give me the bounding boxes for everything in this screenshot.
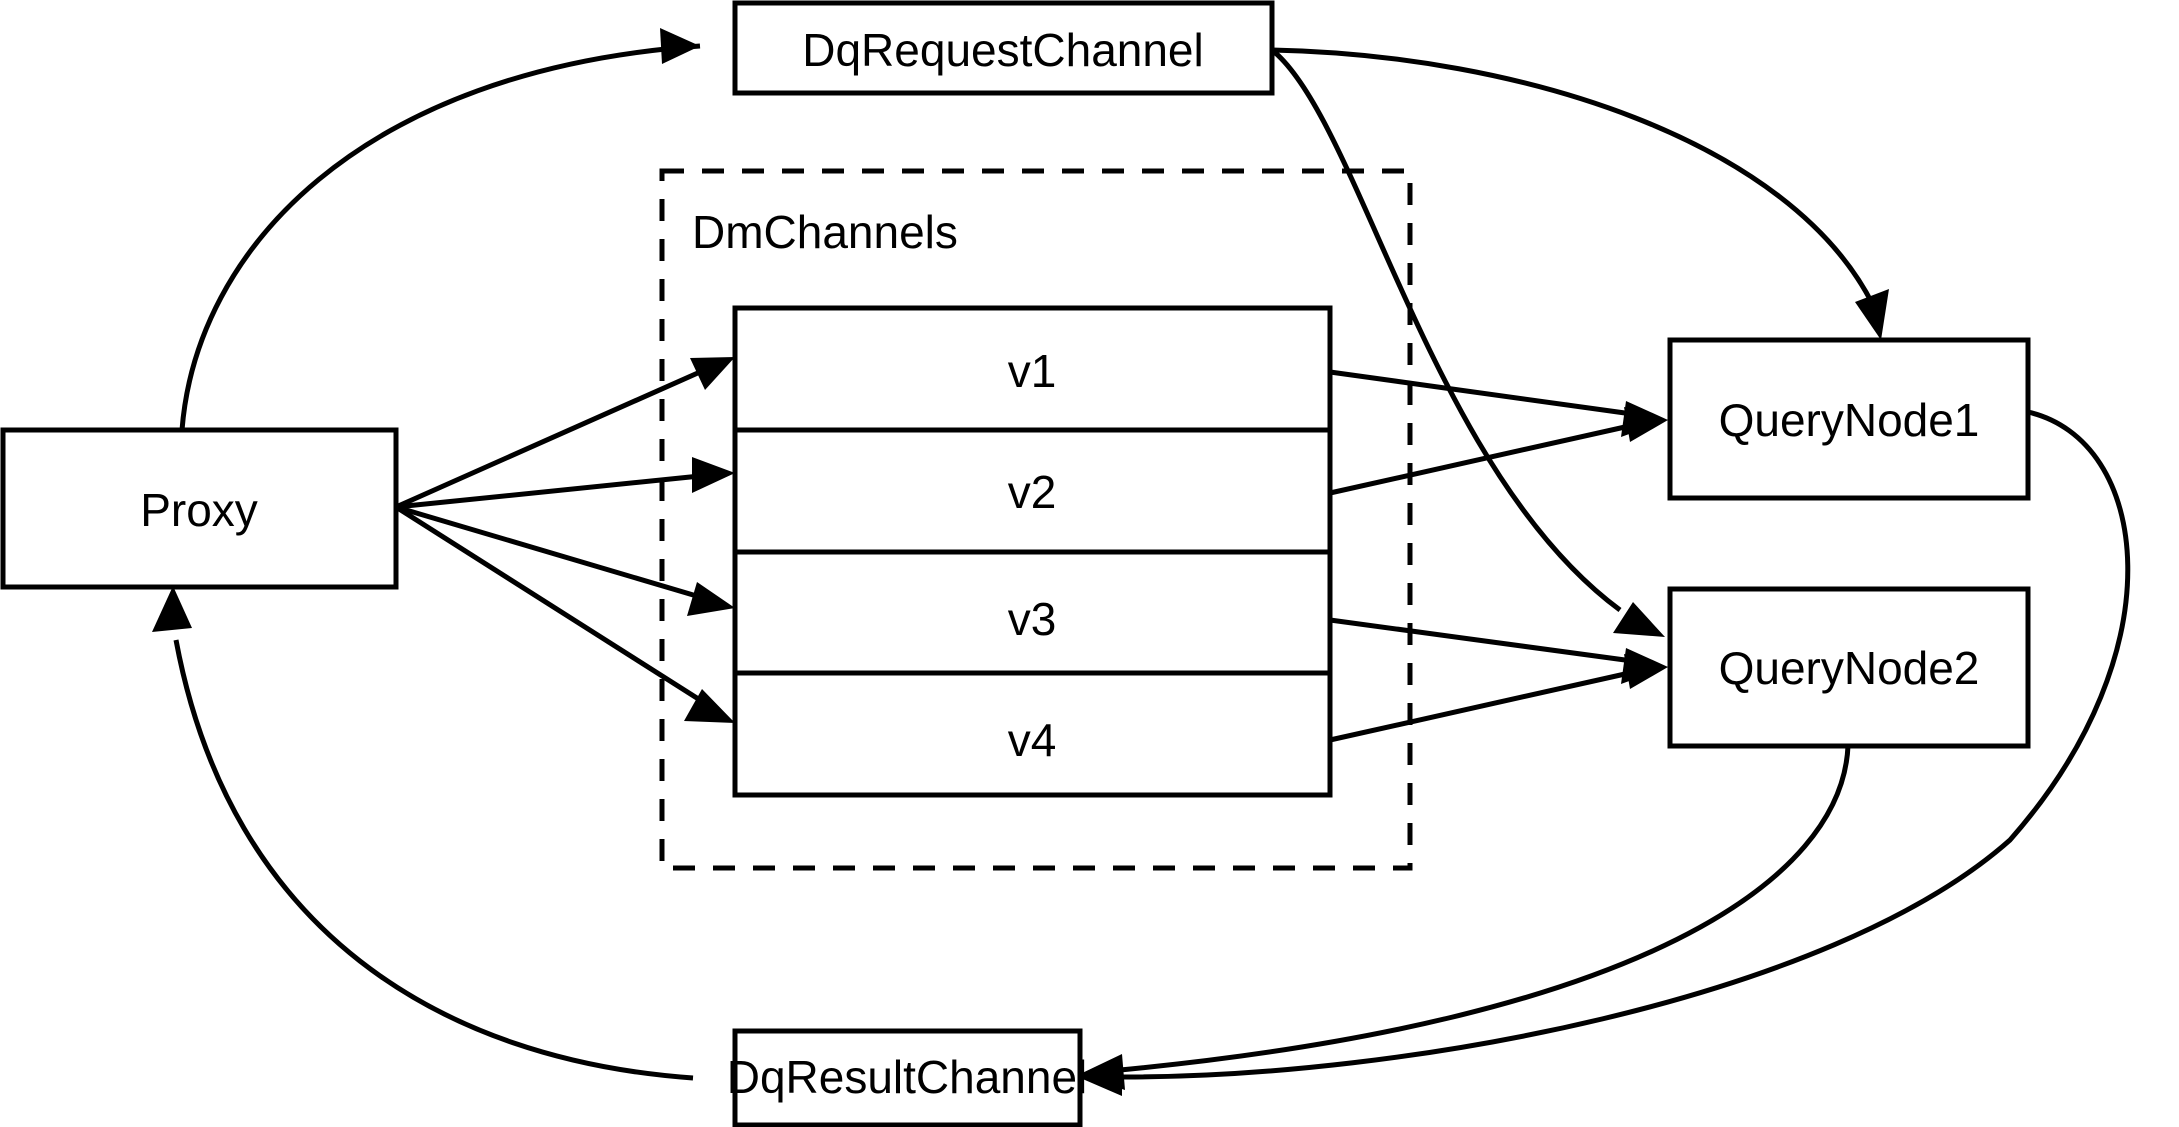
dmchannel-row-v2[interactable]: v2: [1008, 466, 1057, 518]
node-querynode1[interactable]: QueryNode1: [1667, 337, 2031, 501]
arrowhead-icon: [152, 586, 192, 632]
node-querynode1-box[interactable]: [1667, 337, 2031, 501]
node-dqresultchannel-label: DqResultChannel: [727, 1051, 1088, 1103]
node-querynode2-box[interactable]: [1667, 586, 2031, 749]
edge-v2-to-querynode1: [1329, 407, 1668, 496]
arrowhead-icon: [692, 457, 735, 493]
arrowhead-icon: [660, 28, 700, 64]
node-dqresultchannel-box[interactable]: [732, 1028, 1083, 1127]
edge-proxy-to-v4: [394, 504, 735, 723]
edge-proxy-to-v1: [394, 357, 735, 510]
node-proxy-label: Proxy: [140, 484, 258, 536]
arrowhead-icon: [1613, 602, 1665, 637]
dmchannels-group-label: DmChannels: [692, 206, 958, 258]
dmchannels-table[interactable]: v1 v2 v3 v4: [732, 305, 1333, 798]
arrowhead-icon: [690, 357, 735, 390]
arrowhead-icon: [1855, 289, 1889, 340]
node-proxy-box[interactable]: [0, 427, 399, 590]
node-querynode1-label: QueryNode1: [1719, 394, 1980, 446]
edge-v4-to-querynode2: [1329, 654, 1668, 743]
node-dqresultchannel[interactable]: DqResultChannel: [727, 1028, 1088, 1127]
dmchannels-group: DmChannels: [659, 168, 1413, 871]
edge-proxy-to-v2: [395, 457, 735, 510]
node-querynode2[interactable]: QueryNode2: [1667, 586, 2031, 749]
node-dqrequestchannel-label: DqRequestChannel: [802, 24, 1204, 76]
dmchannels-group-border: [659, 168, 1413, 871]
arrowhead-icon: [1078, 1054, 1125, 1090]
edge-dqresultchannel-to-proxy: [152, 586, 694, 1081]
arrowhead-icon: [1624, 654, 1668, 689]
node-proxy[interactable]: Proxy: [0, 427, 399, 590]
edge-proxy-to-dqrequestchannel: [179, 28, 701, 431]
node-dqrequestchannel[interactable]: DqRequestChannel: [732, 0, 1275, 96]
node-querynode2-label: QueryNode2: [1719, 642, 1980, 694]
dmchannel-row-v3[interactable]: v3: [1008, 593, 1057, 645]
edge-dqrequestchannel-to-querynode1: [1271, 47, 1889, 340]
arrowhead-icon: [687, 582, 735, 616]
node-dqrequestchannel-box[interactable]: [732, 0, 1275, 96]
dmchannel-row-v1[interactable]: v1: [1008, 345, 1057, 397]
dmchannel-row-v4[interactable]: v4: [1008, 714, 1057, 766]
edge-proxy-to-v3: [395, 504, 735, 616]
edge-querynode2-to-dqresultchannel: [1078, 745, 1851, 1090]
arrowhead-icon: [1624, 407, 1668, 442]
arrowhead-icon: [684, 689, 735, 723]
